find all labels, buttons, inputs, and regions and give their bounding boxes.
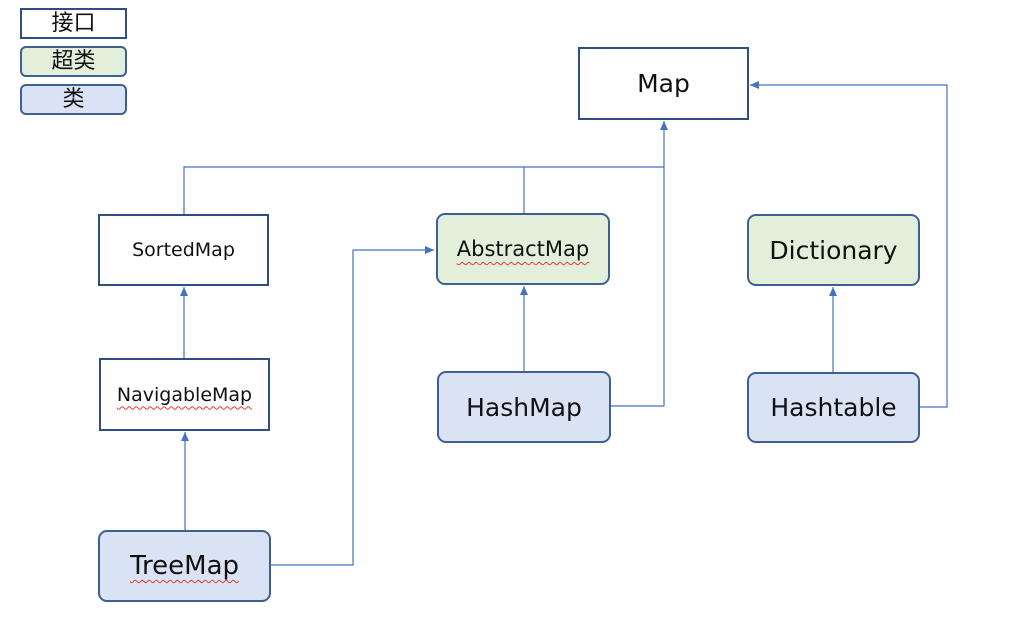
legend-interface-label: 接口	[51, 10, 96, 36]
node-map: Map	[578, 47, 749, 120]
edge-treemap-to-abstractmap	[271, 246, 434, 566]
node-abstractmap: AbstractMap	[436, 213, 610, 285]
legend-class-label: 类	[62, 86, 85, 112]
node-navigablemap-label: NavigableMap	[116, 383, 253, 406]
edge-sortedmap-to-map	[183, 166, 664, 215]
legend-interface: 接口	[20, 8, 127, 39]
node-sortedmap-label: SortedMap	[132, 239, 235, 261]
node-hashmap-label: HashMap	[466, 392, 582, 422]
node-treemap-label: TreeMap	[129, 551, 240, 581]
legend-class: 类	[20, 84, 127, 115]
node-map-label: Map	[637, 69, 690, 98]
node-hashtable: Hashtable	[747, 372, 920, 443]
legend-superclass: 超类	[20, 46, 127, 77]
node-dictionary: Dictionary	[747, 214, 920, 286]
node-dictionary-label: Dictionary	[769, 235, 898, 265]
node-treemap: TreeMap	[98, 530, 271, 602]
legend-superclass-label: 超类	[51, 48, 96, 74]
node-hashtable-label: Hashtable	[770, 393, 897, 422]
node-navigablemap: NavigableMap	[99, 358, 270, 431]
node-abstractmap-label: AbstractMap	[456, 237, 590, 261]
node-hashmap: HashMap	[437, 371, 611, 443]
node-sortedmap: SortedMap	[98, 214, 269, 286]
edge-hashmap-to-map	[611, 121, 668, 407]
